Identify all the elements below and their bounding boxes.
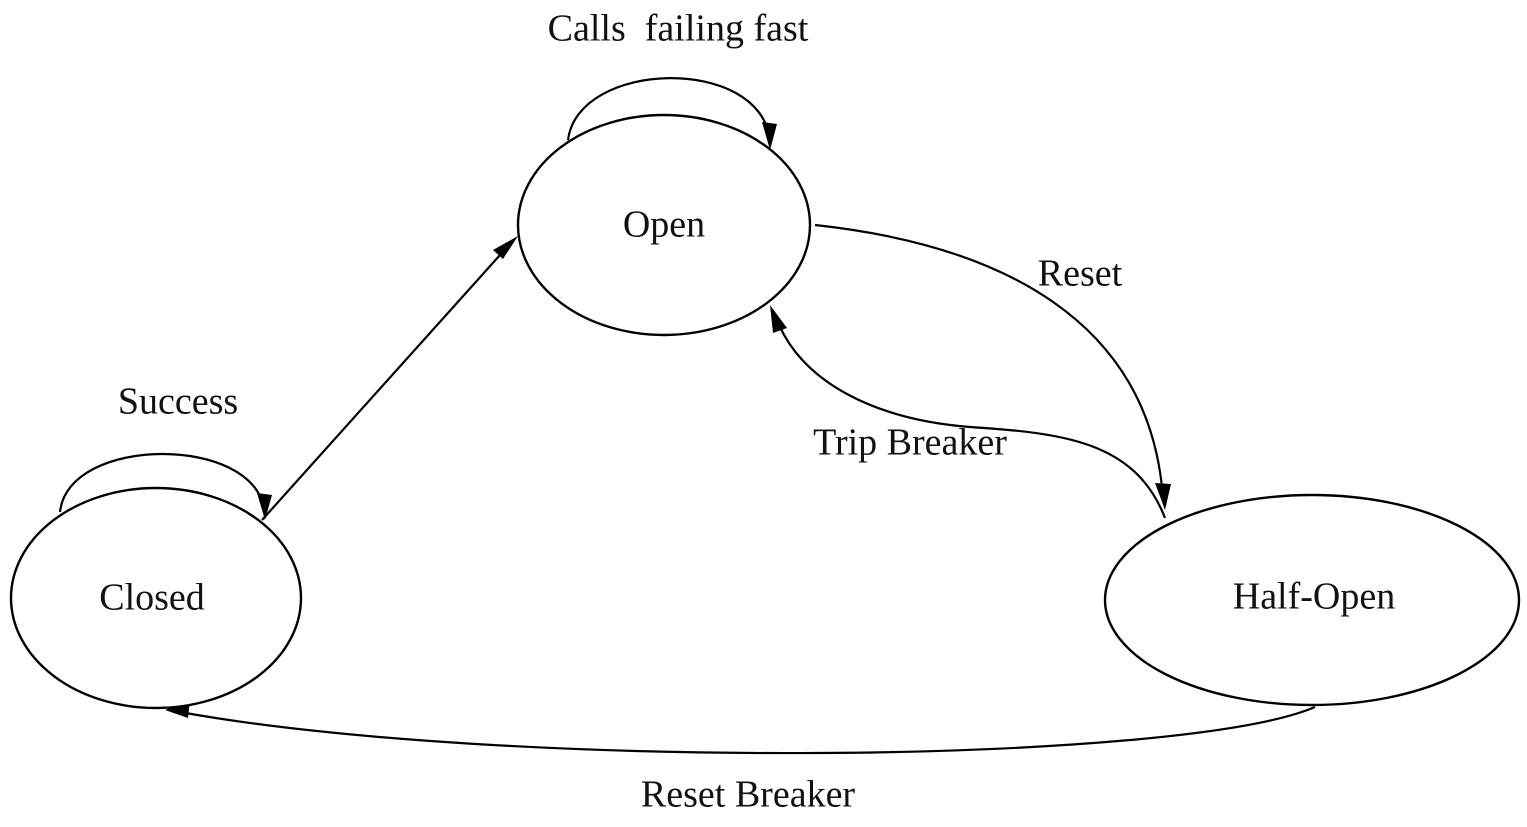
label-calls-failing-fast: Calls failing fast [548, 8, 809, 50]
open-self-loop-arrowhead [762, 122, 777, 150]
state-half-open-label: Half-Open [1233, 576, 1395, 618]
closed-to-open-edge [261, 244, 510, 521]
state-half-open-shape [1103, 493, 1521, 707]
closed-self-loop-edge [58, 453, 266, 513]
label-reset-breaker: Reset Breaker [641, 774, 856, 816]
closed-to-open-arrowhead [493, 236, 518, 259]
open-to-half-open-arrowhead [1155, 483, 1171, 510]
half-open-to-open-edge [773, 314, 1167, 519]
state-closed: Closed [9, 486, 303, 710]
state-closed-shape [9, 486, 303, 710]
half-open-to-closed-edge [179, 705, 1316, 755]
state-open-shape [516, 113, 812, 337]
half-open-to-open-arrowhead [770, 305, 787, 333]
closed-self-loop-arrowhead [257, 493, 272, 520]
open-self-loop-edge [566, 77, 772, 141]
label-reset: Reset [1038, 253, 1123, 295]
label-trip-breaker: Trip Breaker [813, 422, 1007, 464]
label-success: Success [118, 381, 238, 423]
state-closed-label: Closed [99, 577, 205, 619]
state-half-open: Half-Open [1103, 493, 1521, 707]
state-open: Open [516, 113, 812, 337]
state-open-label: Open [623, 204, 705, 246]
open-to-half-open-edge [814, 223, 1165, 499]
